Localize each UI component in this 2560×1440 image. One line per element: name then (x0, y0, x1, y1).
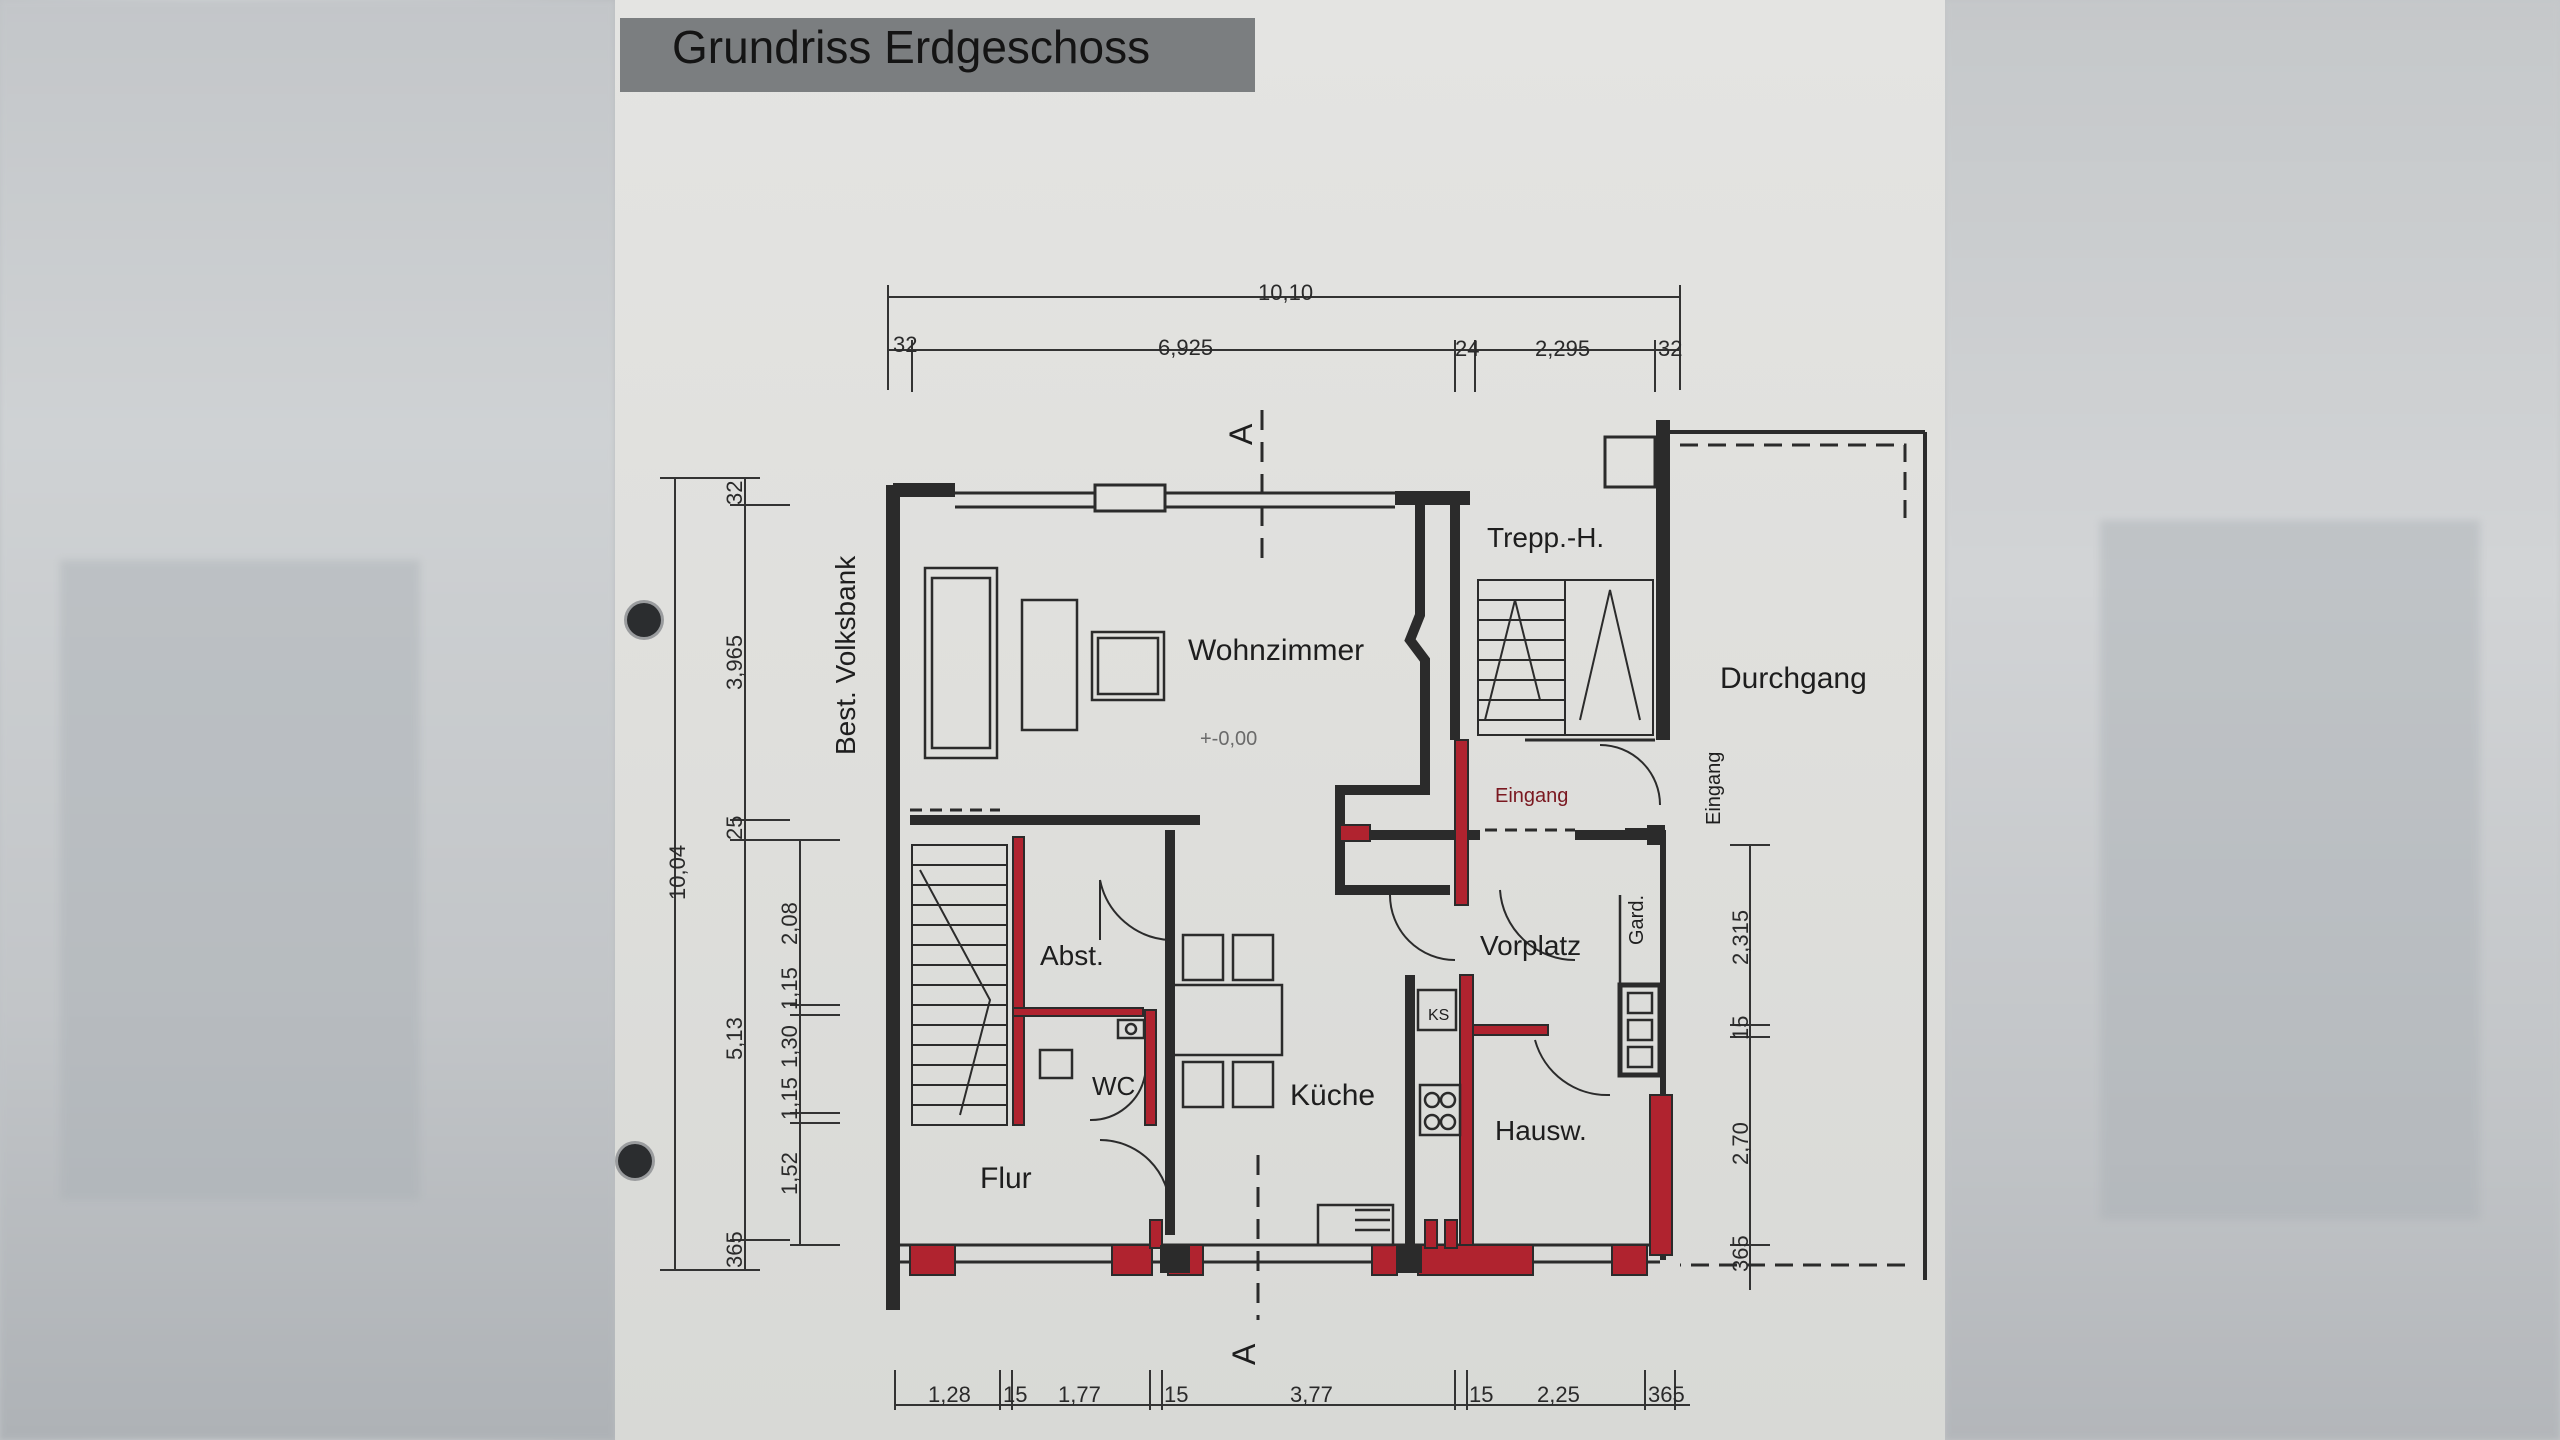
room-label-hauswirtschaft: Hausw. (1495, 1115, 1587, 1146)
dim-left-upper: 3,965 (722, 635, 747, 690)
stair-treppenhaus (1477, 579, 1654, 736)
room-label-wohnzimmer: Wohnzimmer (1188, 634, 1364, 667)
stair-treads (1478, 599, 1565, 721)
dimension-lines (660, 285, 1770, 1410)
dim-bottom-8: 365 (1648, 1382, 1685, 1407)
dim-bottom-2: 15 (1003, 1382, 1027, 1407)
background-left (0, 0, 615, 1440)
room-label-flur: Flur (980, 1162, 1032, 1195)
title-bar (620, 18, 1255, 92)
dim-left-lower: 5,13 (722, 1017, 747, 1060)
dim-right-1: 2,315 (1728, 910, 1753, 965)
room-label-eingang-side: Eingang (1703, 752, 1725, 825)
dim-left-mid: 25 (722, 816, 747, 840)
dim-left-inner-3: 1,30 (777, 1025, 802, 1068)
background-ghost (2100, 520, 2480, 1220)
dim-left-inner-2: 1,15 (777, 967, 802, 1010)
dim-bottom-1: 1,28 (928, 1382, 971, 1407)
neighbor-label: Best. Volksbank (830, 555, 861, 755)
dim-right-2: 15 (1728, 1016, 1753, 1040)
dim-right-4: 365 (1728, 1235, 1753, 1272)
dim-bottom-3: 1,77 (1058, 1382, 1101, 1407)
new-walls (909, 739, 1673, 1276)
dim-right-3: 2,70 (1728, 1122, 1753, 1165)
stair-flur (911, 844, 1008, 1126)
room-label-durchgang: Durchgang (1720, 662, 1867, 695)
dim-bottom-7: 2,25 (1537, 1382, 1580, 1407)
outer-walls (886, 483, 1470, 1310)
wall-blocks (1160, 825, 1665, 1273)
label-ks: KS (1428, 1007, 1449, 1024)
room-label-garderobe: Gard. (1626, 895, 1648, 945)
dim-top-mid: 24 (1455, 336, 1479, 361)
dim-left-top: 32 (722, 481, 747, 505)
room-label-abstellraum: Abst. (1040, 940, 1104, 971)
room-label-eingang: Eingang (1495, 785, 1568, 807)
room-label-vorplatz: Vorplatz (1480, 930, 1581, 961)
section-mark-top: A (1223, 423, 1259, 445)
dim-left-inner-5: 1,52 (777, 1152, 802, 1195)
dim-top-total: 10,10 (1258, 280, 1313, 305)
section-mark-bottom: A (1226, 1343, 1262, 1365)
section-line (1256, 410, 1264, 1320)
furniture (923, 566, 1663, 1247)
room-label-treppenhaus: Trepp.-H. (1487, 522, 1604, 553)
dim-bottom-5: 3,77 (1290, 1382, 1333, 1407)
window-lines (900, 483, 1660, 1264)
level-marker: +-0,00 (1200, 728, 1257, 750)
background-ghost (60, 560, 420, 1200)
dim-bottom-6: 15 (1469, 1382, 1493, 1407)
thin-lines (910, 738, 1655, 832)
plan-sheet (615, 0, 1945, 1440)
dim-top-main: 6,925 (1158, 335, 1213, 360)
dim-left-inner-1: 2,08 (777, 902, 802, 945)
background-right (1945, 0, 2560, 1440)
doors (1089, 744, 1661, 1211)
dim-left-bottom: 365 (722, 1231, 747, 1268)
dim-top-end: 32 (1658, 336, 1682, 361)
dim-top-left: 32 (893, 332, 917, 357)
punch-hole (618, 1144, 652, 1178)
dim-bottom-4: 15 (1164, 1382, 1188, 1407)
dim-left-inner-4: 1,15 (777, 1077, 802, 1120)
dim-left-total: 10,04 (665, 845, 690, 900)
dim-top-right: 2,295 (1535, 336, 1590, 361)
room-label-kueche: Küche (1290, 1079, 1375, 1112)
punch-hole (627, 603, 661, 637)
room-label-wc: WC (1092, 1071, 1135, 1101)
page-title: Grundriss Erdgeschoss (672, 21, 1151, 73)
